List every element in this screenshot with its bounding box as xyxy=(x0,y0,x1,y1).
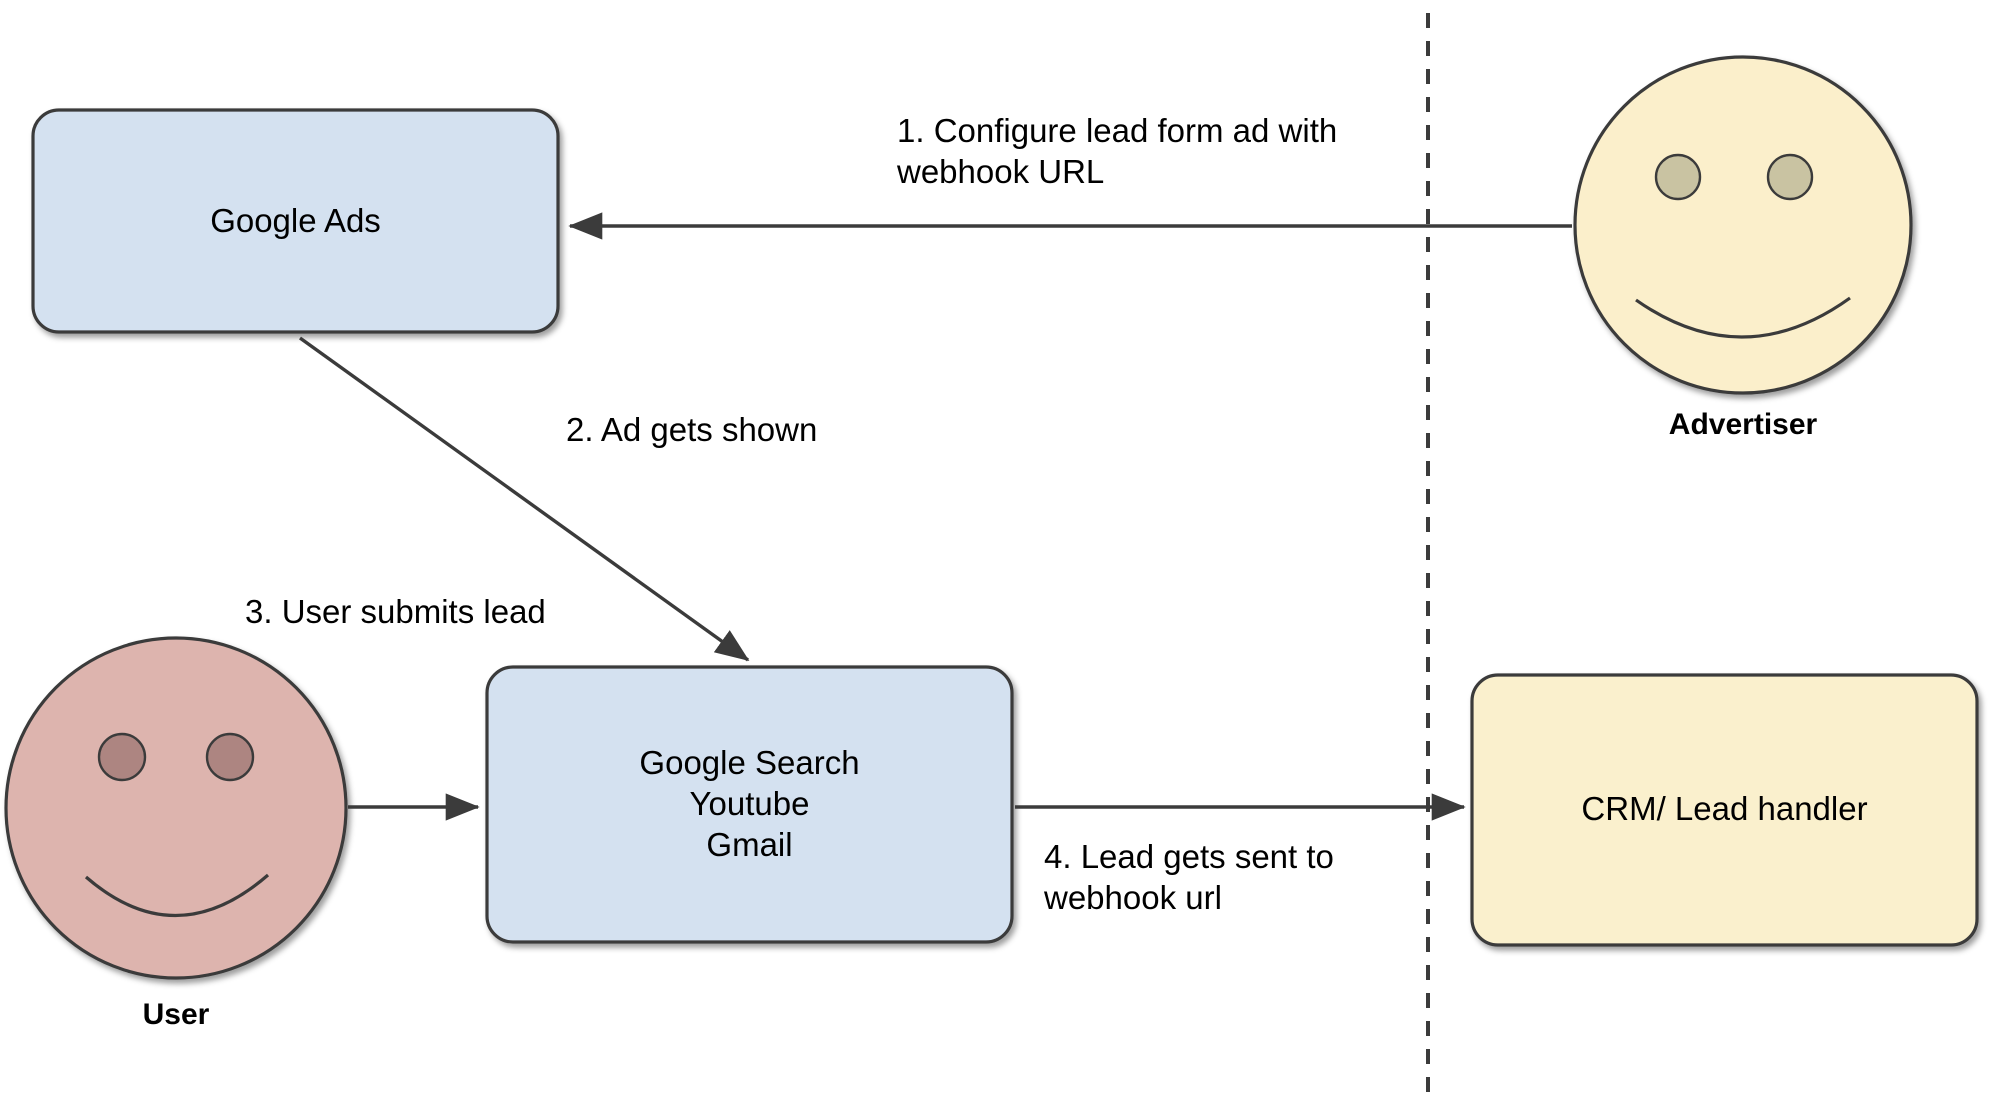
edge-label-2: 2. Ad gets shown xyxy=(566,411,818,448)
advertiser-smile-icon xyxy=(1635,296,1851,339)
user-eye-right-icon xyxy=(205,732,255,782)
advertiser-eye-left-icon xyxy=(1654,153,1702,201)
node-crm[interactable] xyxy=(1470,673,1979,947)
edge-label-3: 3. User submits lead xyxy=(245,593,546,630)
node-google-surfaces[interactable] xyxy=(485,665,1014,944)
advertiser-face-icon xyxy=(1573,55,1913,395)
actor-advertiser-caption: Advertiser xyxy=(1668,408,1818,441)
actor-user-caption: User xyxy=(142,998,210,1031)
user-eye-left-icon xyxy=(97,732,147,782)
user-face-icon xyxy=(4,636,348,980)
edge-label-1: 1. Configure lead form ad with webhook U… xyxy=(897,112,1338,190)
actor-advertiser[interactable] xyxy=(1573,55,1913,395)
edge-google-ads-to-surfaces xyxy=(299,336,750,662)
user-smile-icon xyxy=(84,873,270,917)
advertiser-eye-right-icon xyxy=(1766,153,1814,201)
actor-user[interactable] xyxy=(4,636,348,980)
node-google-ads[interactable] xyxy=(31,108,560,334)
edge-label-4: 4. Lead gets sent to webhook url xyxy=(1044,838,1334,916)
